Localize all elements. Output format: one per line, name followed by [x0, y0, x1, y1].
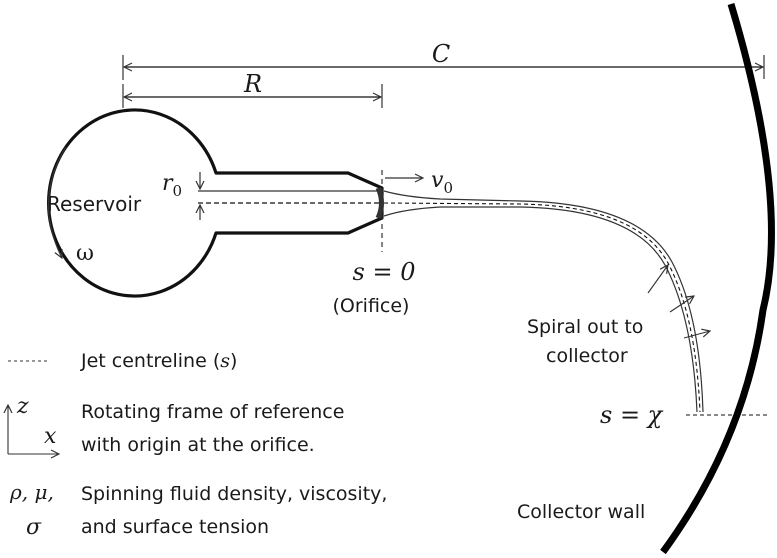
axes-icon: [8, 405, 59, 454]
jet-upper-edge: [383, 190, 704, 413]
jet: [383, 190, 704, 413]
v0-label: v0: [431, 168, 453, 197]
orifice-s-label: s = 0: [353, 258, 416, 286]
jet-lower-edge: [383, 206, 698, 413]
dimension-c-label: C: [432, 40, 450, 68]
collector-label: Collector wall: [517, 501, 645, 523]
reservoir-label: Reservoir: [47, 192, 142, 216]
legend-frame-line1: Rotating frame of reference: [81, 401, 344, 423]
spiral-arrow-1: [647, 265, 668, 294]
dimension-c: C: [122, 40, 765, 80]
axis-z-label: z: [16, 394, 29, 419]
legend-frame-line2: with origin at the orifice.: [81, 434, 315, 456]
spiral-arrow-3: [683, 331, 710, 339]
end-s-label: s = χ: [600, 401, 664, 429]
legend-centreline-text: Jet centreline (s): [80, 350, 237, 372]
omega-label: ω: [76, 241, 94, 266]
dimension-r-label: R: [243, 70, 262, 98]
orifice-caption: (Orifice): [333, 295, 410, 317]
legend-sigma-symbol: σ: [26, 515, 42, 540]
legend-fluid-symbols: ρ, μ,: [9, 480, 54, 504]
legend-fluid-line1: Spinning fluid density, viscosity,: [81, 483, 387, 505]
collector-wall: [660, 2, 775, 555]
spiral-arrow-2: [669, 296, 694, 313]
legend: Jet centreline (s) z x Rotating frame of…: [8, 350, 387, 540]
spiral-label-line2: collector: [546, 345, 628, 367]
legend-fluid-line2: and surface tension: [81, 516, 269, 538]
dimension-r: R: [122, 70, 383, 108]
jet-centreline: [383, 202, 701, 413]
spiral-label-line1: Spiral out to: [527, 316, 643, 338]
reservoir-outline: [46, 108, 384, 298]
axis-x-label: x: [44, 424, 57, 449]
r0-label: r0: [162, 171, 182, 200]
rotation-arrow: [47, 146, 67, 258]
